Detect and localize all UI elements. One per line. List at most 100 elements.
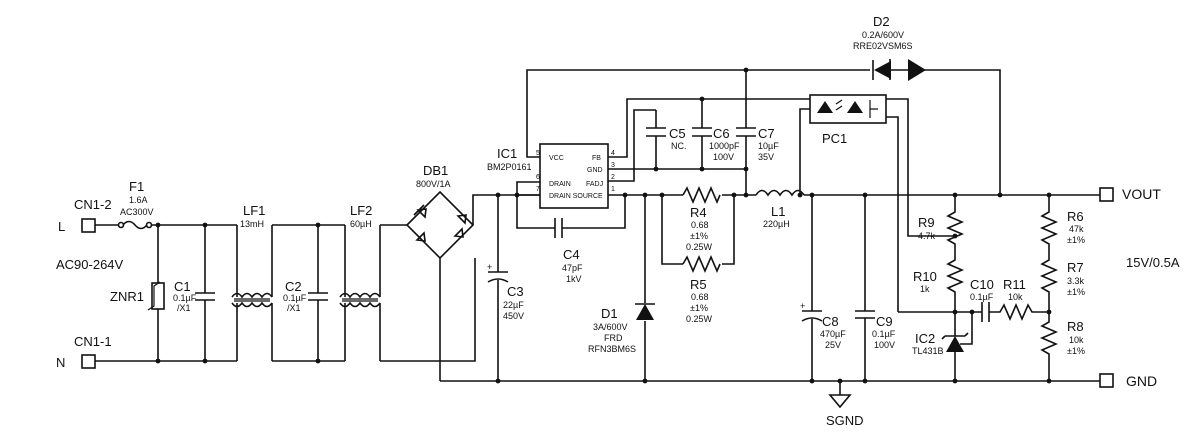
svg-text:2: 2	[611, 174, 615, 181]
resistor-r8: R8 10k ±1%	[1039, 312, 1085, 381]
ic1-pin-fb: FB	[592, 155, 601, 162]
l1-ref: L1	[771, 204, 785, 219]
cn1-1-terminal	[81, 354, 96, 369]
capacitor-c3: + C3 22µF 450V	[487, 195, 524, 381]
choke-lf1: LF1 13mH	[231, 203, 273, 361]
d2-ref: D2	[873, 14, 890, 29]
cn1-1-label: CN1-1	[74, 334, 112, 349]
resistor-r4: R4 0.68 ±1% 0.25W	[682, 185, 721, 252]
inductor-l1: L1 220µH	[755, 189, 805, 229]
c4-ref: C4	[563, 247, 580, 262]
r4-ref: R4	[690, 205, 707, 220]
d1-value1: 3A/600V	[593, 322, 628, 332]
lf1-ref: LF1	[243, 203, 265, 218]
c3-value2: 450V	[503, 311, 524, 321]
diode-d1: D1 3A/600V FRD RFN3BM6S	[588, 195, 655, 381]
ic1-pin-drain-source: DRAIN SOURCE	[549, 193, 603, 200]
ic1-pin-drain: DRAIN	[549, 181, 571, 188]
r7-value1: 3.3k	[1067, 276, 1085, 286]
db1-ref: DB1	[423, 163, 448, 178]
line-label: L	[58, 219, 65, 234]
svg-text:+: +	[800, 301, 805, 311]
c7-value2: 35V	[758, 152, 774, 162]
c5-value1: NC.	[671, 141, 687, 151]
resistor-r7: R7 3.3k ±1%	[1039, 255, 1085, 312]
r6-ref: R6	[1067, 209, 1084, 224]
d1-value3: RFN3BM6S	[588, 344, 636, 354]
ic1-ref: IC1	[497, 146, 517, 161]
r6-value2: ±1%	[1067, 235, 1085, 245]
c2-value1: 0.1µF	[283, 293, 307, 303]
lf2-value1: 60µH	[350, 219, 372, 229]
output-spec-label: 15V/0.5A	[1126, 255, 1180, 270]
c9-value1: 0.1µF	[872, 329, 896, 339]
resistor-r6: R6 47k ±1%	[1039, 195, 1085, 255]
resistor-r11: R11 10k	[989, 277, 1049, 322]
c6-value1: 1000pF	[709, 141, 740, 151]
vout-label: VOUT	[1122, 186, 1161, 202]
capacitor-c2: C2 0.1µF /X1	[283, 225, 328, 361]
c8-value2: 25V	[825, 340, 841, 350]
sgnd-label: SGND	[826, 413, 864, 428]
ic1-part: BM2P0161	[487, 162, 532, 172]
c2-value2: /X1	[287, 303, 301, 313]
capacitor-c8: + C8 470µF 25V	[800, 195, 846, 381]
c5-ref: C5	[669, 126, 686, 141]
r5-ref: R5	[690, 277, 707, 292]
svg-text:4: 4	[611, 150, 615, 157]
svg-text:6: 6	[536, 174, 540, 181]
f1-value2: AC300V	[120, 207, 154, 217]
c4-value1: 47pF	[562, 263, 583, 273]
r7-ref: R7	[1067, 260, 1084, 275]
c6-ref: C6	[713, 126, 730, 141]
ic1-pin-fadj: FADJ	[586, 181, 603, 188]
r10-ref: R10	[913, 269, 937, 284]
c1-value2: /X1	[177, 303, 191, 313]
capacitor-c1: C1 0.1µF /X1	[173, 225, 215, 361]
capacitor-c9: C9 0.1µF 100V	[855, 195, 896, 381]
r9-ref: R9	[918, 215, 935, 230]
cn1-2-terminal	[81, 218, 96, 233]
output-section: VOUT GND 15V/0.5A	[1099, 186, 1180, 389]
lf2-ref: LF2	[350, 203, 372, 218]
r6-value1: 47k	[1069, 224, 1084, 234]
r4-value2: ±1%	[690, 231, 708, 241]
znr1-ref: ZNR1	[110, 289, 144, 304]
gnd-terminal	[1099, 373, 1114, 388]
c7-ref: C7	[758, 126, 775, 141]
c9-ref: C9	[876, 314, 893, 329]
shunt-regulator-ic2: IC2 TL431B	[912, 312, 973, 381]
c6-value2: 100V	[713, 152, 734, 162]
r5-value3: 0.25W	[686, 314, 713, 324]
sgnd-symbol: SGND	[826, 381, 864, 428]
db1-value1: 800V/1A	[416, 179, 451, 189]
c8-value1: 470µF	[820, 329, 846, 339]
optocoupler-pc1: PC1	[809, 94, 887, 146]
c3-ref: C3	[507, 284, 524, 299]
svg-text:1: 1	[611, 186, 615, 193]
input-section: CN1-2 L CN1-1 N AC90-264V F1 1.6A AC300V…	[56, 179, 237, 370]
d1-value2: FRD	[604, 333, 623, 343]
c7-value1: 10µF	[758, 141, 779, 151]
c3-value1: 22µF	[503, 300, 524, 310]
svg-text:+: +	[487, 262, 492, 272]
r11-ref: R11	[1003, 277, 1026, 292]
fuse-f1: F1 1.6A AC300V	[117, 179, 154, 230]
bridge-db1: DB1 800V/1A	[380, 163, 476, 362]
c9-value2: 100V	[874, 340, 895, 350]
l1-value1: 220µH	[763, 219, 790, 229]
c4-value2: 1kV	[566, 274, 582, 284]
r4-value3: 0.25W	[686, 242, 713, 252]
capacitor-c7: C7 10µF 35V	[736, 70, 779, 195]
r11-value1: 10k	[1008, 292, 1023, 302]
vout-terminal	[1099, 187, 1114, 202]
r8-ref: R8	[1067, 319, 1084, 334]
ic1-pin-vcc: VCC	[549, 155, 564, 162]
cn1-2-label: CN1-2	[74, 197, 112, 212]
r8-value2: ±1%	[1067, 346, 1085, 356]
choke-lf2: LF2 60µH	[339, 203, 381, 361]
r4-value1: 0.68	[691, 220, 709, 230]
gnd-label: GND	[1126, 373, 1157, 389]
d2-value2: RRE02VSM6S	[853, 41, 913, 51]
